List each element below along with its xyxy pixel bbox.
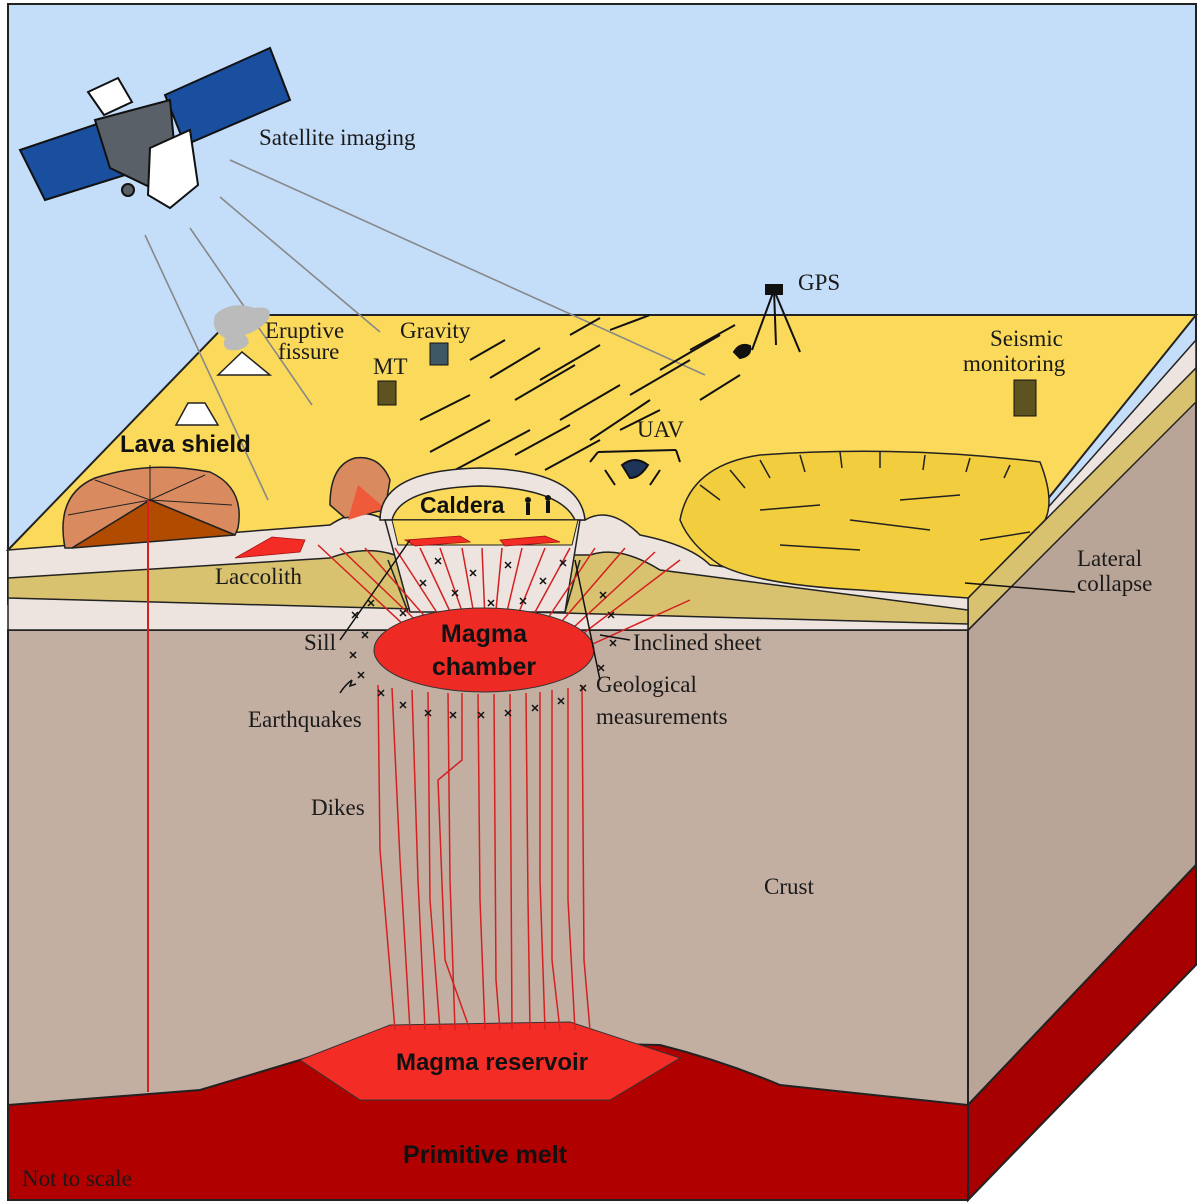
label-lateral-2: collapse [1077,571,1152,596]
satellite-beams [144,159,706,501]
magma-reservoir-body [298,1021,682,1101]
label-laccolith: Laccolith [215,564,302,589]
label-crust: Crust [764,874,814,899]
mt-station-icon [377,380,397,406]
earthquake-markers [349,557,617,719]
label-not-to-scale: Not to scale [22,1166,132,1191]
label-lava-shield: Lava shield [120,431,251,458]
label-lateral-1: Lateral [1077,546,1142,571]
label-seismic-2: monitoring [963,351,1066,376]
label-uav: UAV [637,417,684,442]
leader-lines [339,539,1076,694]
label-caldera: Caldera [420,492,505,518]
label-seismic-1: Seismic [990,326,1063,351]
seismic-station-icon [1013,379,1037,417]
gravity-station-icon [429,342,449,366]
label-geological-1: Geological [596,672,697,697]
label-geological-2: measurements [596,704,728,729]
label-magma-chamber-2: chamber [432,653,536,681]
label-mt: MT [373,354,408,379]
lateral-collapse [679,450,1050,599]
label-eruptive-2: fissure [278,339,339,364]
fault-lines [419,314,741,471]
uav-drone-icon [589,449,681,486]
label-magma-chamber-1: Magma [441,620,528,648]
label-satellite-imaging: Satellite imaging [259,125,416,150]
label-gps: GPS [798,270,840,295]
label-sill: Sill [304,630,336,655]
eruptive-fissure-icon [213,305,273,376]
label-gravity: Gravity [400,318,471,343]
cinder-cone [329,456,391,520]
gps-tripod-icon [732,284,801,360]
lava-shield [62,465,240,549]
label-magma-reservoir: Magma reservoir [396,1049,588,1076]
field-geologists-icon [525,495,551,515]
label-earthquakes: Earthquakes [248,707,362,732]
label-dikes: Dikes [311,795,365,820]
label-primitive-melt: Primitive melt [403,1141,568,1169]
satellite-icon [18,46,292,210]
sills-and-laccolith [234,535,561,559]
small-shield-icon [174,402,220,426]
label-eruptive-1: Eruptive [265,318,344,343]
label-inclined-sheet: Inclined sheet [633,630,762,655]
